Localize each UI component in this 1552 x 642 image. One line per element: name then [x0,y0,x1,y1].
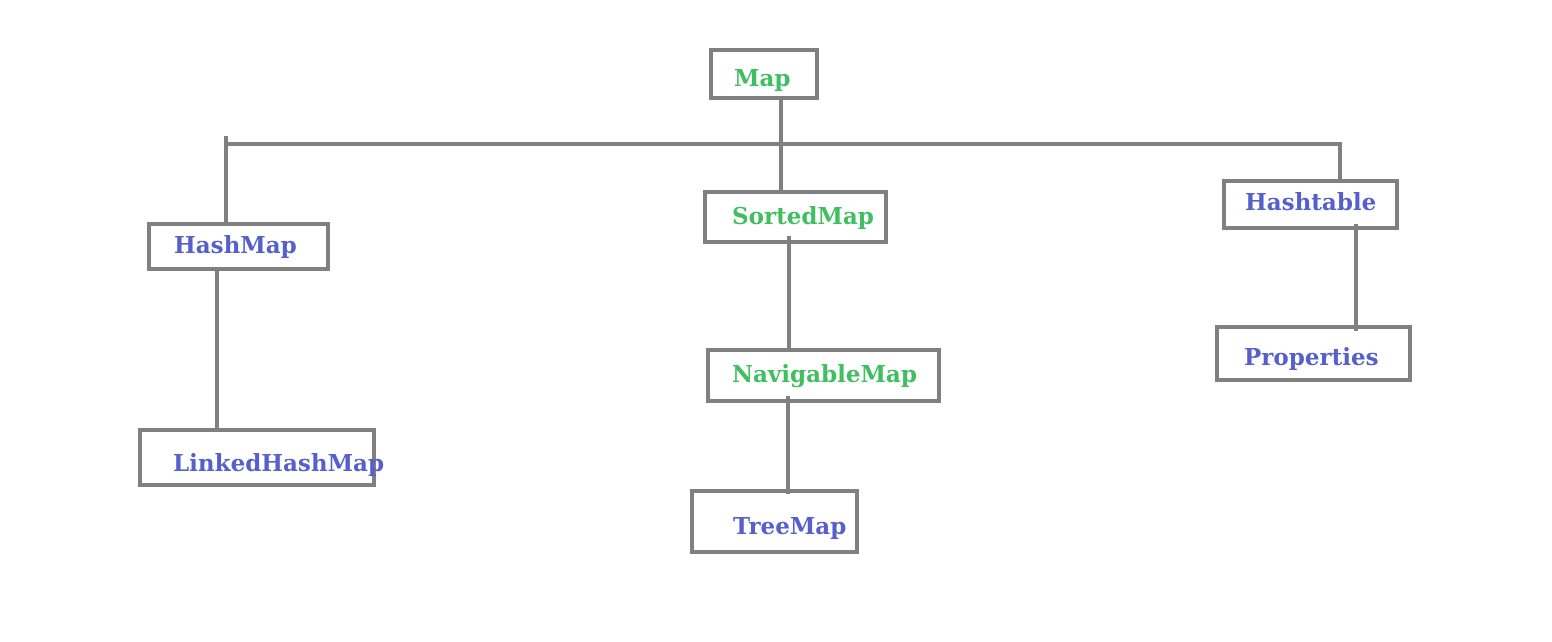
node-map-label: Map [734,65,791,92]
connector-sortedmap-navigablemap [787,236,791,351]
node-map: Map [709,48,819,100]
node-properties-label: Properties [1244,344,1379,371]
node-hashtable-label: Hashtable [1245,189,1377,216]
connector-horizontal-bus [224,142,1342,146]
node-navigablemap-label: NavigableMap [732,361,917,388]
connector-to-hashmap [224,136,228,224]
node-hashmap-label: HashMap [174,232,297,259]
node-hashmap: HashMap [147,222,330,271]
node-sortedmap: SortedMap [703,190,888,244]
node-linkedhashmap: LinkedHashMap [138,428,384,487]
node-sortedmap-label: SortedMap [732,203,874,230]
node-linkedhashmap-label: LinkedHashMap [173,450,385,477]
connector-navigablemap-treemap [786,396,790,494]
connector-to-hashtable [1338,142,1342,181]
node-treemap: TreeMap [690,489,859,554]
node-treemap-label: TreeMap [733,513,847,540]
node-properties: Properties [1215,325,1412,382]
node-hashtable: Hashtable [1222,179,1399,230]
node-navigablemap: NavigableMap [706,348,941,403]
connector-hashtable-properties [1354,224,1358,331]
connector-hashmap-linkedhashmap [215,268,219,432]
